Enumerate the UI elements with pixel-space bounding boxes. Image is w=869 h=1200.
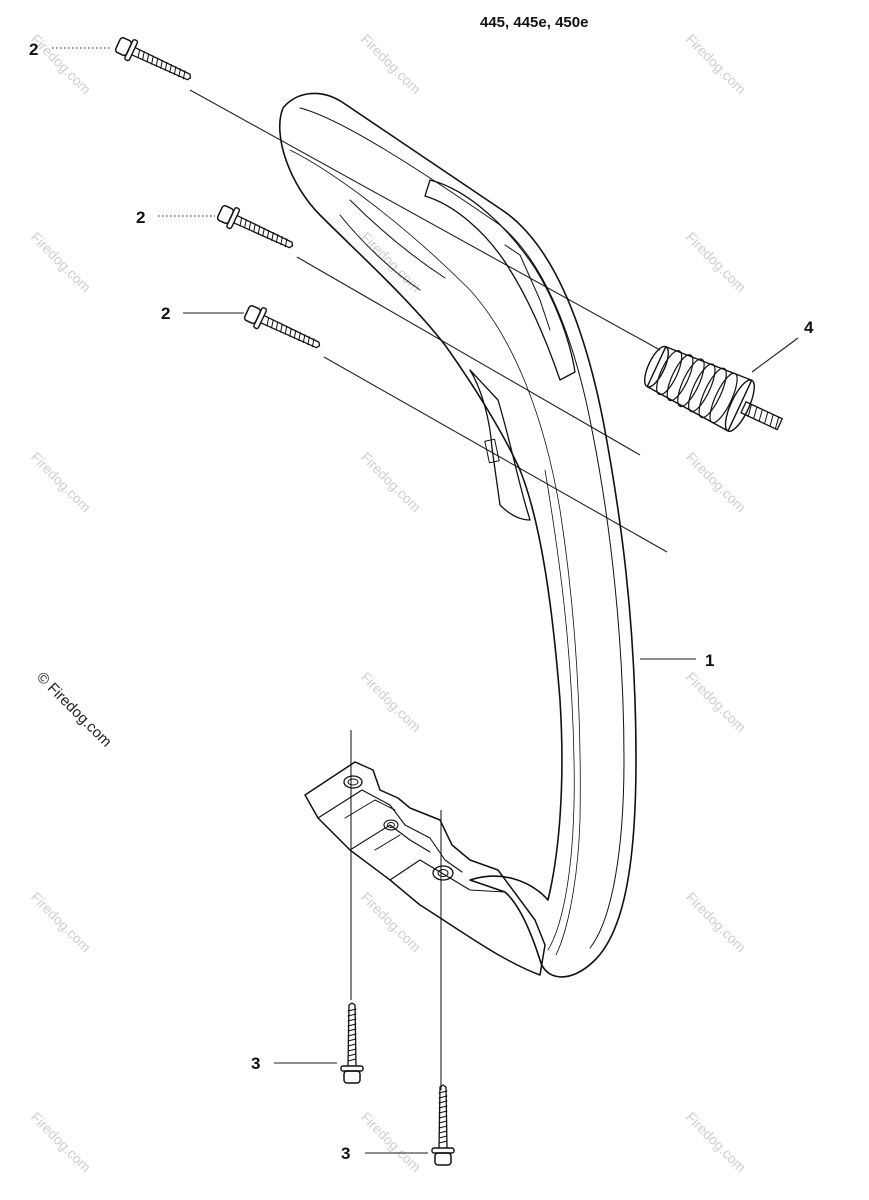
- watermark-grid: Firedog.com Firedog.com Firedog.com Fire…: [28, 31, 749, 1175]
- watermark: Firedog.com: [358, 669, 424, 735]
- callout-handle: 1: [705, 651, 714, 670]
- screw-icon: [340, 1002, 364, 1084]
- callout-screw-lower: 2: [161, 304, 170, 323]
- watermark: Firedog.com: [28, 1109, 94, 1175]
- callout-leaders: [52, 47, 799, 1154]
- screw-icon: [114, 36, 192, 81]
- watermark: Firedog.com: [683, 449, 749, 515]
- model-header: 445, 445e, 450e: [480, 14, 588, 31]
- front-handle-icon: [279, 92, 637, 978]
- watermark: Firedog.com: [28, 889, 94, 955]
- assembly-lines: [189, 89, 668, 1090]
- watermark: Firedog.com: [358, 449, 424, 515]
- callout-screw-middle: 2: [136, 208, 145, 227]
- watermark: Firedog.com: [358, 889, 424, 955]
- watermark: Firedog.com: [683, 669, 749, 735]
- watermark: Firedog.com: [28, 449, 94, 515]
- watermark: Firedog.com: [683, 229, 749, 295]
- spring-damper-icon: [644, 345, 783, 432]
- callout-screw-bottom-left: 3: [251, 1054, 260, 1073]
- watermark: Firedog.com: [683, 31, 749, 97]
- watermark: Firedog.com: [358, 31, 424, 97]
- watermark: Firedog.com: [683, 889, 749, 955]
- copyright-text: © Firedog.com: [33, 669, 115, 751]
- screw-icon: [431, 1084, 455, 1166]
- callout-screw-bottom-right: 3: [341, 1144, 350, 1163]
- screw-icon: [216, 204, 294, 249]
- watermark: Firedog.com: [28, 229, 94, 295]
- watermark: Firedog.com: [683, 1109, 749, 1175]
- watermark: Firedog.com: [358, 1109, 424, 1175]
- callout-screw-upper: 2: [29, 40, 38, 59]
- callout-damper: 4: [804, 318, 814, 337]
- screw-icon: [243, 304, 321, 349]
